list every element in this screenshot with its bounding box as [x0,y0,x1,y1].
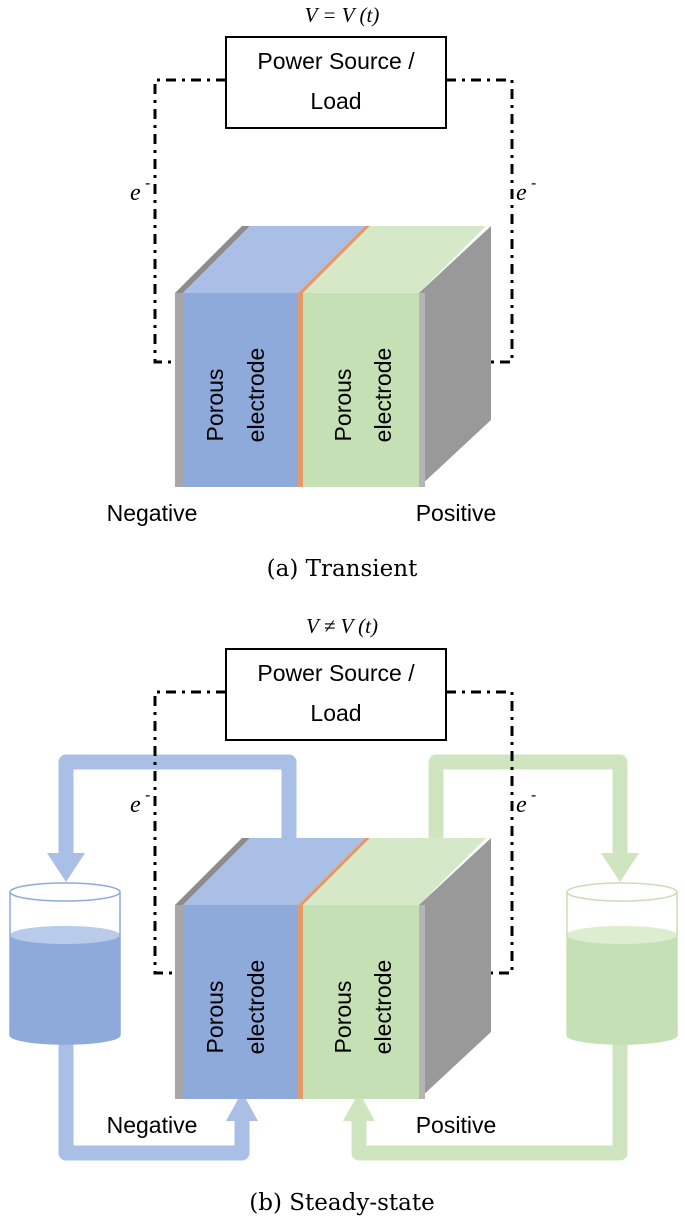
negative-electrode [183,293,298,487]
positive-electrolyte-flow [343,754,639,1161]
caption: (b) Steady-state [249,1190,434,1216]
voltage-equation: V = V (t) [305,3,380,27]
external-circuit-wire [153,78,514,364]
svg-text:electrode: electrode [243,960,269,1055]
negative-electrode [183,905,298,1099]
positive-electrode [303,905,419,1099]
cell [175,838,491,1099]
positive-current-collector [419,226,491,487]
negative-electrolyte-tank [9,882,121,1045]
power-source-label: Power Source / [257,48,415,74]
svg-text:Porous: Porous [202,369,228,442]
arrow-down-icon [601,853,639,882]
svg-text:Porous: Porous [202,981,228,1054]
electron-label-right: e [516,792,527,818]
separator [298,293,303,487]
svg-text:Porous: Porous [330,369,356,442]
voltage-equation: V ≠ V (t) [306,614,378,638]
cell [175,226,491,487]
negative-current-collector [175,905,183,1099]
positive-electrode-top [303,838,486,905]
power-source-box [225,36,447,129]
negative-electrode-label: Porous electrode [202,348,269,443]
load-label: Load [310,88,361,114]
positive-electrode [303,293,419,487]
external-circuit-wire [153,690,514,975]
load-label: Load [310,700,361,726]
arrow-down-icon [47,853,85,882]
positive-electrode-label: Porous electrode [330,348,396,443]
power-source-label: Power Source / [257,660,415,686]
negative-electrode-label: Porous electrode [202,960,269,1055]
positive-label: Positive [416,1112,497,1138]
electron-charge-left: - [145,787,150,804]
electron-label-left: e [130,792,141,818]
negative-current-collector [175,293,183,487]
separator [298,905,303,1099]
power-source-box [225,648,447,741]
electron-charge-right: - [531,787,536,804]
electron-label-right: e [516,180,527,206]
electron-charge-left: - [145,175,150,192]
panel-steady-state: V ≠ V (t) Power Source / Load e - e - [9,614,678,1216]
electron-label-left: e [130,180,141,206]
svg-text:Porous: Porous [330,981,356,1054]
arrow-up-icon [343,1092,375,1121]
svg-text:electrode: electrode [370,348,396,443]
positive-electrode-top [303,226,486,293]
positive-electrolyte-tank [566,882,678,1045]
electron-charge-right: - [531,175,536,192]
positive-current-collector [419,838,491,1099]
negative-electrode-top [183,838,365,905]
svg-text:electrode: electrode [370,960,396,1055]
caption: (a) Transient [267,556,418,582]
negative-electrolyte-flow [47,754,297,1161]
negative-label: Negative [107,1112,198,1138]
negative-label: Negative [107,500,198,526]
positive-electrode-label: Porous electrode [330,960,396,1055]
arrow-up-icon [226,1092,258,1121]
positive-label: Positive [416,500,497,526]
negative-electrode-top [183,226,365,293]
panel-transient: V = V (t) Power Source / Load e - e - [107,3,537,582]
svg-text:electrode: electrode [243,348,269,443]
